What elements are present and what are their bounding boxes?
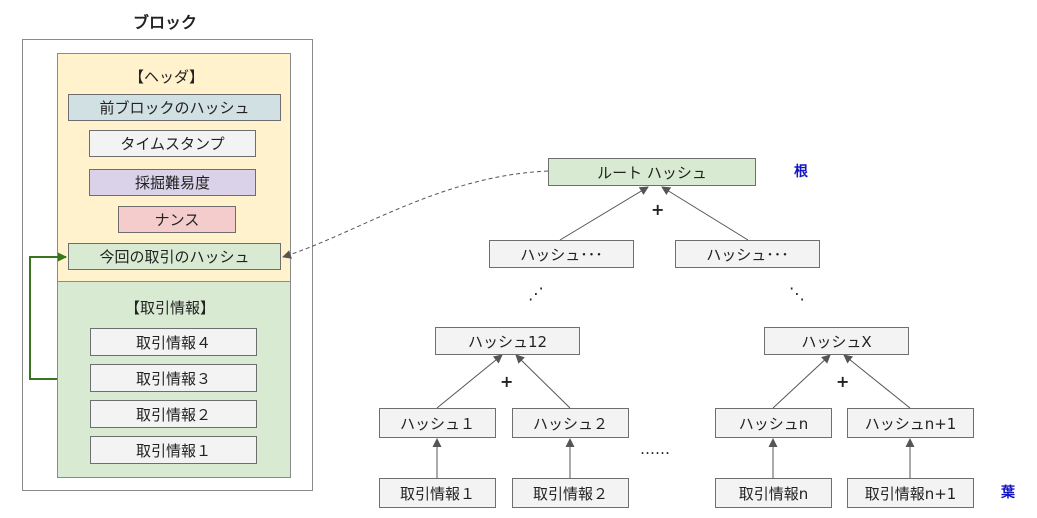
leaf-label: 葉	[1001, 485, 1015, 501]
txn1-leaf-box: 取引情報n+1	[847, 478, 974, 508]
level2-right-hash-box: ハッシュ･･･	[675, 240, 820, 268]
tx-item: 取引情報２	[90, 400, 257, 428]
tx-item: 取引情報１	[90, 436, 257, 464]
green-link-arrow	[29, 252, 67, 380]
plus-sign: +	[836, 372, 850, 391]
hash12-box: ハッシュ12	[435, 327, 580, 355]
plus-sign: +	[500, 372, 514, 391]
block-title: ブロック	[133, 13, 198, 32]
hashn-box: ハッシュn	[715, 408, 832, 438]
root-label: 根	[794, 164, 808, 180]
tx-item: 取引情報４	[90, 328, 257, 356]
plus-sign: +	[651, 200, 665, 219]
tx-item: 取引情報３	[90, 364, 257, 392]
hashn1-box: ハッシュn+1	[847, 408, 974, 438]
hash2-box: ハッシュ２	[512, 408, 629, 438]
tx2-leaf-box: 取引情報２	[512, 478, 629, 508]
transactions-title: 【取引情報】	[125, 299, 216, 317]
nonce-box: ナンス	[118, 206, 236, 233]
difficulty-box: 採掘難易度	[89, 169, 256, 196]
ellipsis: ……	[640, 440, 670, 458]
vertical-dots-right: ⋱	[789, 284, 805, 303]
tx1-leaf-box: 取引情報１	[379, 478, 496, 508]
hashX-box: ハッシュX	[764, 327, 909, 355]
tx-hash-box: 今回の取引のハッシュ	[68, 243, 281, 270]
timestamp-box: タイムスタンプ	[89, 130, 256, 157]
root-hash-box: ルート ハッシュ	[548, 158, 756, 186]
level2-left-hash-box: ハッシュ･･･	[489, 240, 634, 268]
prev-hash-box: 前ブロックのハッシュ	[68, 94, 281, 121]
header-title: 【ヘッダ】	[129, 68, 205, 86]
hash1-box: ハッシュ１	[379, 408, 496, 438]
vertical-dots-left: ⋰	[528, 284, 544, 303]
txn-leaf-box: 取引情報n	[715, 478, 832, 508]
dashed-link-arrow	[282, 170, 549, 259]
